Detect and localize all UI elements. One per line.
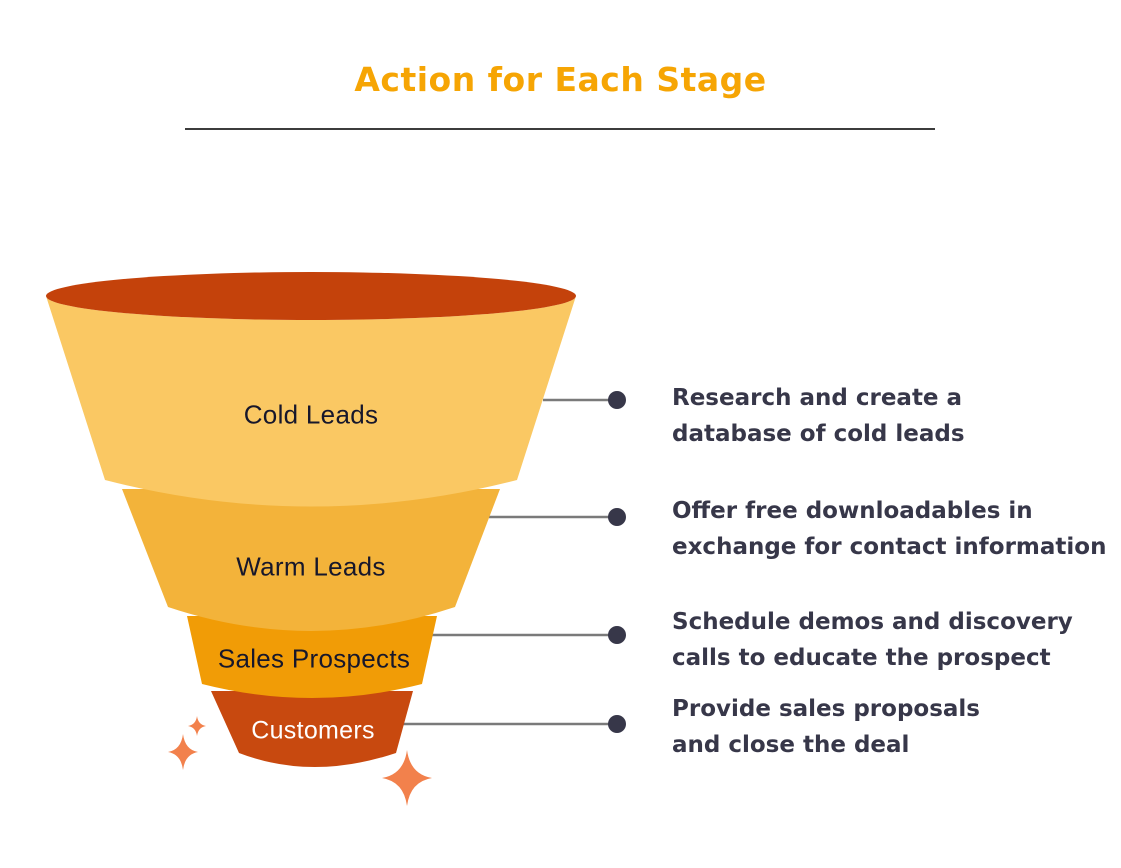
annotation-text: Research and create a database of cold l… xyxy=(672,385,965,447)
funnel-stage-shape-warm-leads xyxy=(122,489,500,631)
connector-dot xyxy=(608,715,626,733)
page-title: Action for Each Stage xyxy=(354,60,767,99)
annotation-text: Offer free downloadables in exchange for… xyxy=(672,498,1107,560)
funnel-stage-label-cold-leads: Cold Leads xyxy=(243,399,379,430)
connector-dot xyxy=(608,626,626,644)
sparkle-icon xyxy=(188,716,206,736)
sparkle-icon xyxy=(382,750,432,806)
funnel-stage-label-sales-prospects: Sales Prospects xyxy=(217,643,411,674)
connector-dot xyxy=(608,391,626,409)
funnel-stage-label-customers: Customers xyxy=(251,716,375,745)
annotation-text: Schedule demos and discovery calls to ed… xyxy=(672,609,1073,671)
connector-dot xyxy=(608,508,626,526)
funnel-stage-shape-cold-leads xyxy=(46,296,576,507)
funnel-stage-shape-sales-prospects xyxy=(187,616,437,698)
sparkle-icon xyxy=(168,734,198,770)
title-divider xyxy=(185,128,935,130)
funnel-stage-label-warm-leads: Warm Leads xyxy=(236,551,386,582)
annotation-text: Provide sales proposals and close the de… xyxy=(672,696,980,758)
funnel-opening xyxy=(46,272,576,320)
funnel-stage-shape-customers xyxy=(211,691,413,767)
